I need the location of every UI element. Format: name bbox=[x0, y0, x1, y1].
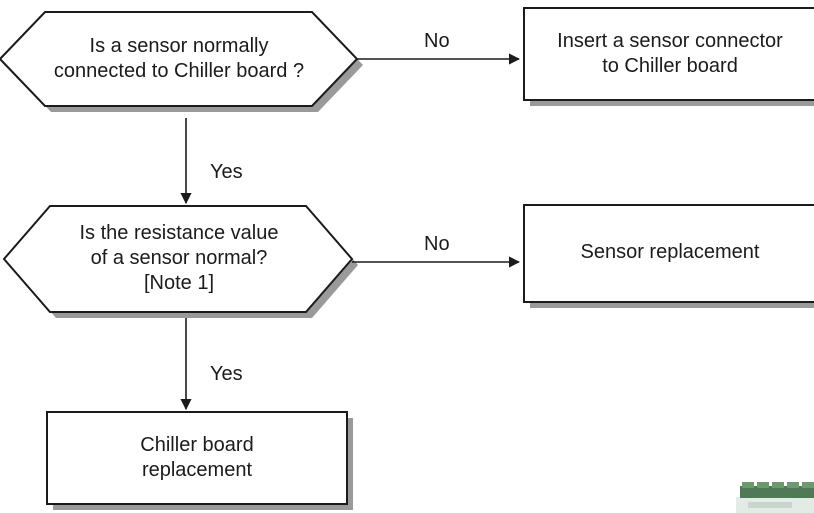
process-insert-connector-text: Insert a sensor connector to Chiller boa… bbox=[526, 14, 814, 94]
process-sensor-replacement-box bbox=[523, 204, 814, 303]
decision-resistance-normal-text: Is the resistance value of a sensor norm… bbox=[24, 212, 334, 304]
process-insert-connector-box bbox=[523, 7, 814, 101]
decision-text-line: Is the resistance value bbox=[79, 221, 279, 244]
edge-label-no: No bbox=[424, 233, 450, 255]
process-sensor-replacement-text: Sensor replacement bbox=[526, 232, 814, 272]
decision-text-line: connected to Chiller board ? bbox=[53, 60, 305, 82]
edge-label-yes: Yes bbox=[210, 363, 243, 385]
decision-text-line: [Note 1] bbox=[143, 271, 215, 294]
decision-resistance-normal-shape bbox=[2, 205, 354, 313]
process-board-replacement-box bbox=[46, 411, 348, 505]
decision-sensor-connected-text: Is a sensor normally connected to Chille… bbox=[20, 18, 338, 100]
circuit-board-thumbnail-icon bbox=[736, 482, 814, 513]
edge-label-no: No bbox=[424, 30, 450, 52]
decision-text-line: of a sensor normal? bbox=[90, 246, 268, 269]
process-text-line: to Chiller board bbox=[602, 55, 738, 77]
decision-sensor-connected-shape bbox=[0, 11, 359, 107]
edge-label-yes: Yes bbox=[210, 161, 243, 183]
process-text-line: Sensor replacement bbox=[580, 240, 760, 263]
process-text-line: Insert a sensor connector bbox=[557, 30, 783, 52]
process-board-replacement-text: Chiller board replacement bbox=[49, 418, 345, 498]
decision-text-line: Is a sensor normally bbox=[89, 35, 269, 57]
process-text-line: Chiller board bbox=[140, 434, 254, 456]
process-text-line: replacement bbox=[141, 459, 253, 481]
